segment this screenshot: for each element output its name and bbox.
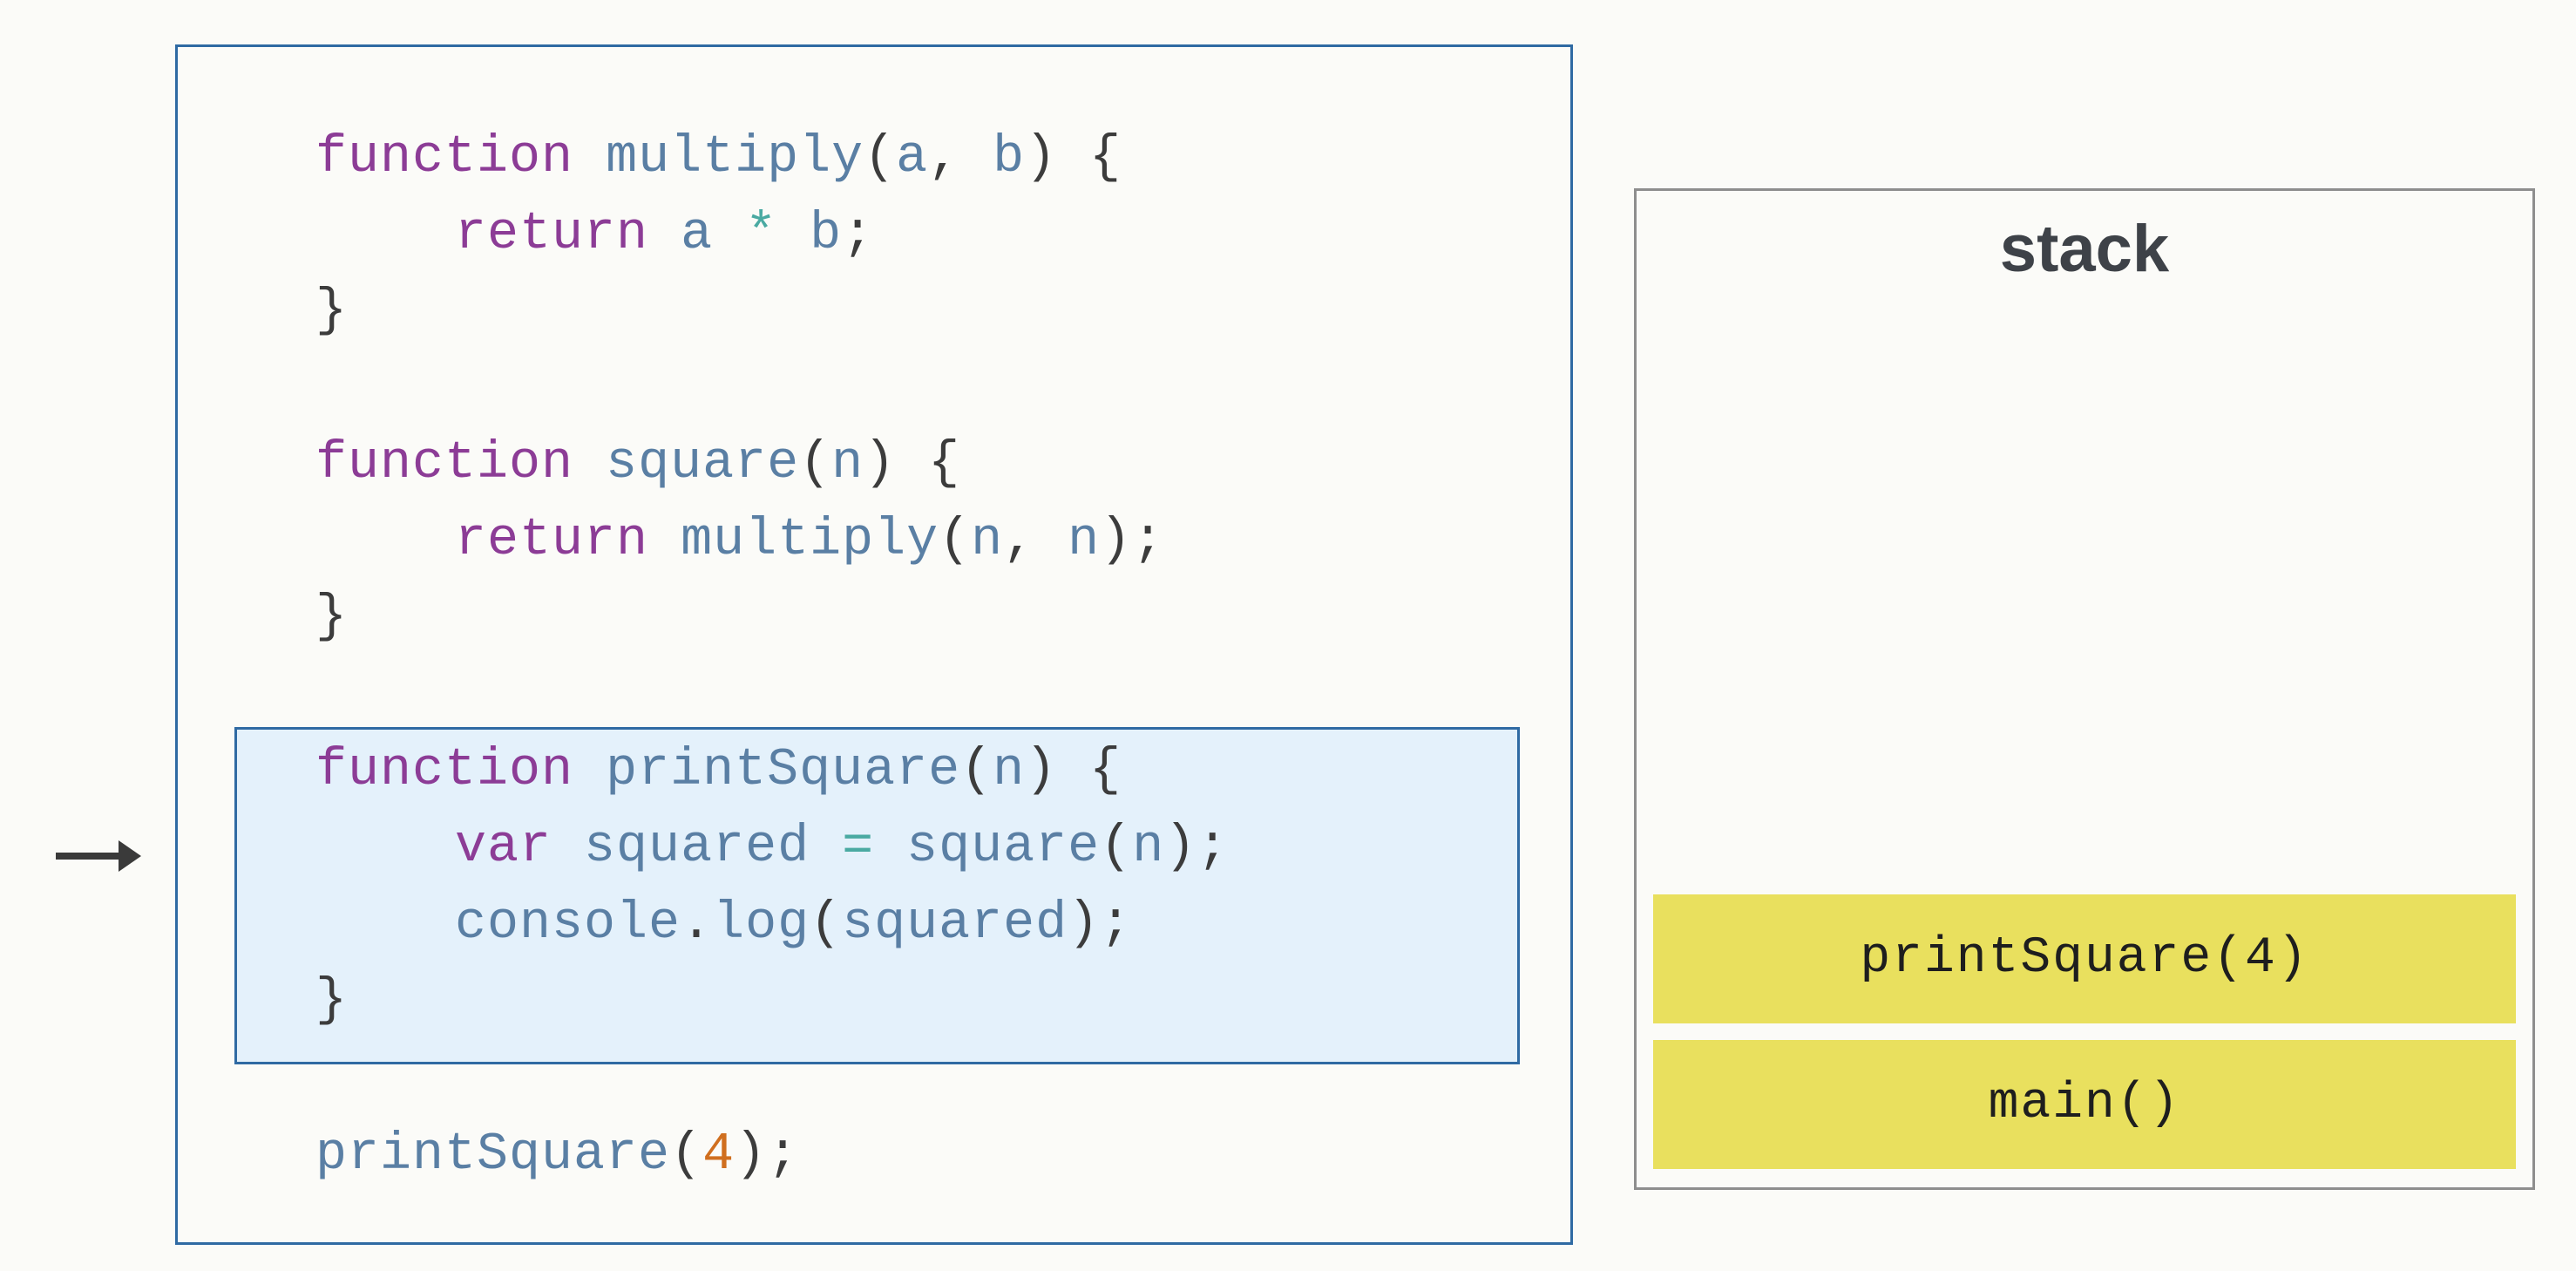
identifier: n bbox=[971, 511, 1004, 570]
keyword: function bbox=[315, 128, 574, 187]
keyword: function bbox=[315, 741, 574, 800]
stack-frame: printSquare(4) bbox=[1653, 894, 2516, 1023]
keyword: return bbox=[455, 205, 649, 264]
punctuation: } bbox=[315, 588, 349, 647]
punctuation: ( bbox=[670, 1125, 703, 1185]
punctuation: ); bbox=[1164, 818, 1230, 877]
code-line-2: return a * b; bbox=[315, 196, 874, 273]
punctuation: ( bbox=[864, 128, 897, 187]
function-name: printSquare bbox=[606, 741, 961, 800]
code-line-6: } bbox=[315, 579, 348, 656]
punctuation: ); bbox=[1068, 894, 1133, 954]
operator: * bbox=[745, 205, 778, 264]
identifier: b bbox=[810, 205, 843, 264]
code-line-7: function printSquare(n) { bbox=[315, 732, 1122, 809]
punctuation: ( bbox=[799, 434, 832, 493]
punctuation: ( bbox=[939, 511, 972, 570]
number: 4 bbox=[702, 1125, 736, 1185]
identifier: n bbox=[1132, 818, 1165, 877]
operator: = bbox=[842, 818, 875, 877]
current-function-highlight bbox=[234, 727, 1520, 1064]
code-line-4: function square(n) { bbox=[315, 425, 960, 502]
stack-frame: main() bbox=[1653, 1040, 2516, 1169]
keyword: function bbox=[315, 434, 574, 493]
punctuation: . bbox=[681, 894, 714, 954]
punctuation: } bbox=[315, 971, 349, 1030]
code-line-10: } bbox=[315, 962, 348, 1039]
punctuation: ; bbox=[842, 205, 875, 264]
identifier: squared bbox=[584, 818, 810, 877]
code-line-3: } bbox=[315, 273, 348, 350]
identifier: multiply bbox=[681, 511, 939, 570]
punctuation: ( bbox=[810, 894, 843, 954]
punctuation: , bbox=[928, 128, 993, 187]
punctuation: ( bbox=[960, 741, 993, 800]
punctuation: ) { bbox=[864, 434, 961, 493]
keyword: var bbox=[455, 818, 552, 877]
punctuation: ) { bbox=[1025, 741, 1122, 800]
stack-title: stack bbox=[1999, 212, 2170, 286]
identifier: square bbox=[906, 818, 1101, 877]
code-line-1: function multiply(a, b) { bbox=[315, 119, 1122, 196]
punctuation: ) { bbox=[1025, 128, 1122, 187]
identifier: a bbox=[681, 205, 714, 264]
code-line-5: return multiply(n, n); bbox=[315, 502, 1164, 579]
identifier: console bbox=[455, 894, 681, 954]
punctuation: ( bbox=[1100, 818, 1133, 877]
identifier: n bbox=[1068, 511, 1101, 570]
code-line-8: var squared = square(n); bbox=[315, 809, 1229, 886]
identifier: log bbox=[713, 894, 810, 954]
function-name: square bbox=[606, 434, 800, 493]
identifier: squared bbox=[842, 894, 1068, 954]
punctuation: ); bbox=[735, 1125, 800, 1185]
punctuation: , bbox=[1003, 511, 1068, 570]
code-line-9: console.log(squared); bbox=[315, 886, 1132, 962]
param: n bbox=[831, 434, 864, 493]
punctuation: ); bbox=[1100, 511, 1165, 570]
keyword: return bbox=[455, 511, 649, 570]
param: n bbox=[993, 741, 1026, 800]
param: b bbox=[993, 128, 1026, 187]
right-arrow-icon bbox=[56, 840, 141, 872]
punctuation: } bbox=[315, 282, 349, 341]
function-name: multiply bbox=[606, 128, 864, 187]
identifier: printSquare bbox=[315, 1125, 671, 1185]
param: a bbox=[896, 128, 929, 187]
code-line-11: printSquare(4); bbox=[315, 1117, 799, 1193]
